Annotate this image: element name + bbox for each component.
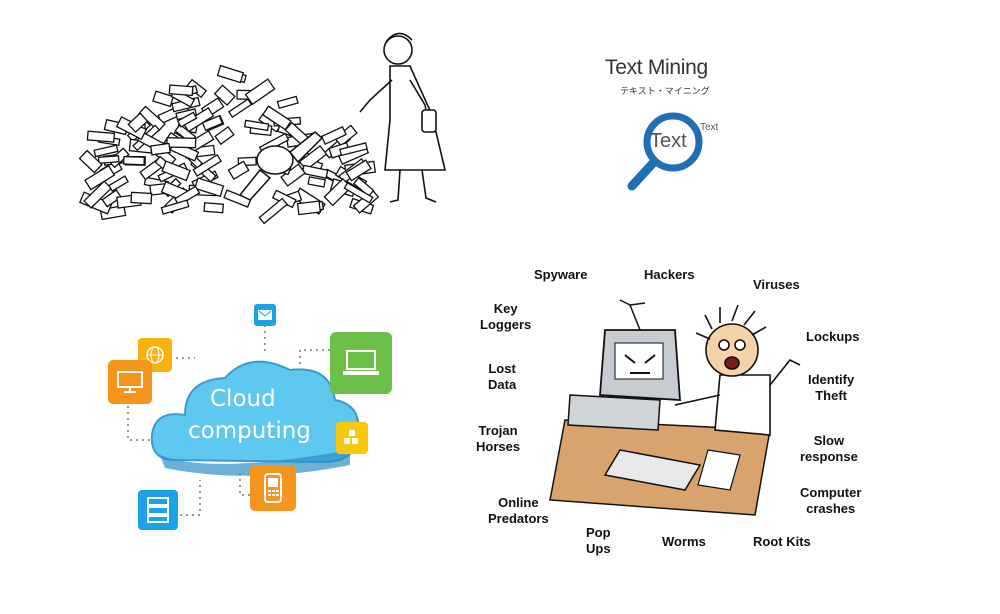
threat-spyware: Spyware — [534, 267, 588, 282]
paper-sheet — [108, 175, 130, 192]
panicked-man — [674, 304, 801, 436]
paper-pile-illustration — [60, 20, 480, 240]
threat-computer-crashes: Computer crashes — [800, 485, 862, 516]
buried-person-head — [256, 145, 294, 175]
paper-sheet — [193, 177, 225, 198]
threat-lockups: Lockups — [806, 329, 860, 344]
laptop-tile-icon — [330, 332, 392, 394]
paper-sheet — [130, 191, 153, 205]
paper-sheet — [192, 154, 222, 177]
paper-sheet — [138, 105, 166, 132]
paper-sheet — [345, 159, 372, 182]
paper-sheet — [214, 125, 235, 146]
paper-sheet — [352, 176, 375, 198]
standing-woman — [359, 32, 447, 203]
paper-sheet — [101, 189, 123, 208]
email-tile-icon — [254, 304, 276, 326]
paper-sheet — [127, 112, 149, 134]
paper-sheet — [182, 106, 215, 133]
text-mining-subtitle: テキスト・マイニング — [620, 87, 710, 97]
paper-sheet — [227, 160, 250, 181]
paper-sheet — [203, 202, 225, 214]
paper-sheet — [296, 200, 322, 216]
paper-sheet — [152, 90, 175, 108]
keyboard — [603, 449, 702, 491]
buried-person-arm — [288, 131, 324, 164]
cloud-label-line2: computing — [188, 418, 311, 444]
phone-tile-icon — [250, 465, 296, 511]
paper-sheet — [149, 142, 171, 156]
threat-viruses: Viruses — [753, 277, 800, 292]
paper-sheet — [298, 144, 328, 171]
threat-identify-theft: Identify Theft — [808, 372, 855, 403]
text-mining-logo: Text Mining テキスト・マイニング Text Text — [590, 50, 750, 210]
paper-sheet — [201, 114, 224, 132]
cloud-computing-illustration: Cloud computing — [100, 300, 410, 540]
magnifier-icon — [627, 112, 703, 191]
paper-sheet — [258, 197, 288, 225]
threat-pop-ups: Pop Ups — [586, 525, 611, 556]
paper-sheet — [93, 144, 119, 158]
paper-sheet — [216, 64, 245, 84]
blocks-tile-icon — [336, 422, 368, 454]
paper-sheet — [244, 78, 276, 106]
paper-sheet — [320, 125, 347, 146]
paper-sheet — [160, 199, 190, 215]
threat-root-kits: Root Kits — [753, 534, 811, 549]
cloud-label-line1: Cloud — [210, 386, 276, 412]
paper-sheet — [97, 155, 120, 164]
threat-lost-data: Lost Data — [488, 361, 517, 392]
paper-sheet — [176, 111, 198, 128]
paper-sheet — [174, 185, 201, 207]
paper-sheet — [78, 149, 103, 174]
threat-hackers: Hackers — [644, 267, 695, 282]
threat-worms: Worms — [662, 534, 706, 549]
paper-sheet — [243, 119, 270, 132]
threat-key-loggers: Key Loggers — [480, 301, 532, 332]
threat-trojan-horses: Trojan Horses — [476, 423, 521, 454]
magnifier-lens-word: Text — [650, 130, 687, 152]
paper-sheet — [301, 164, 329, 179]
paper-sheet — [83, 180, 113, 209]
paper-sheet — [161, 160, 191, 182]
paper-sheet — [166, 136, 197, 149]
paper-sheet — [168, 84, 194, 97]
threat-online-predators: Online Predators — [488, 495, 549, 526]
monitor-tile-icon — [108, 360, 152, 404]
paper-sheet — [86, 130, 116, 143]
paper-sheet — [307, 176, 326, 188]
paper-sheet — [339, 142, 368, 157]
paper-sheet — [123, 155, 145, 166]
text-mining-title: Text Mining — [605, 56, 708, 79]
paper-sheet — [213, 84, 236, 107]
threat-slow-response: Slow response — [800, 433, 858, 464]
paper-sheet — [227, 98, 253, 119]
magnifier-small-word: Text — [700, 122, 719, 133]
server-tile-icon — [138, 490, 178, 530]
paper-sheet — [276, 95, 299, 109]
paper-sheet — [261, 105, 292, 131]
computer-threats-illustration: Spyware Hackers Viruses Key Loggers Lock… — [470, 255, 900, 565]
paper-sheet — [223, 189, 252, 208]
paper-sheet — [343, 181, 374, 204]
